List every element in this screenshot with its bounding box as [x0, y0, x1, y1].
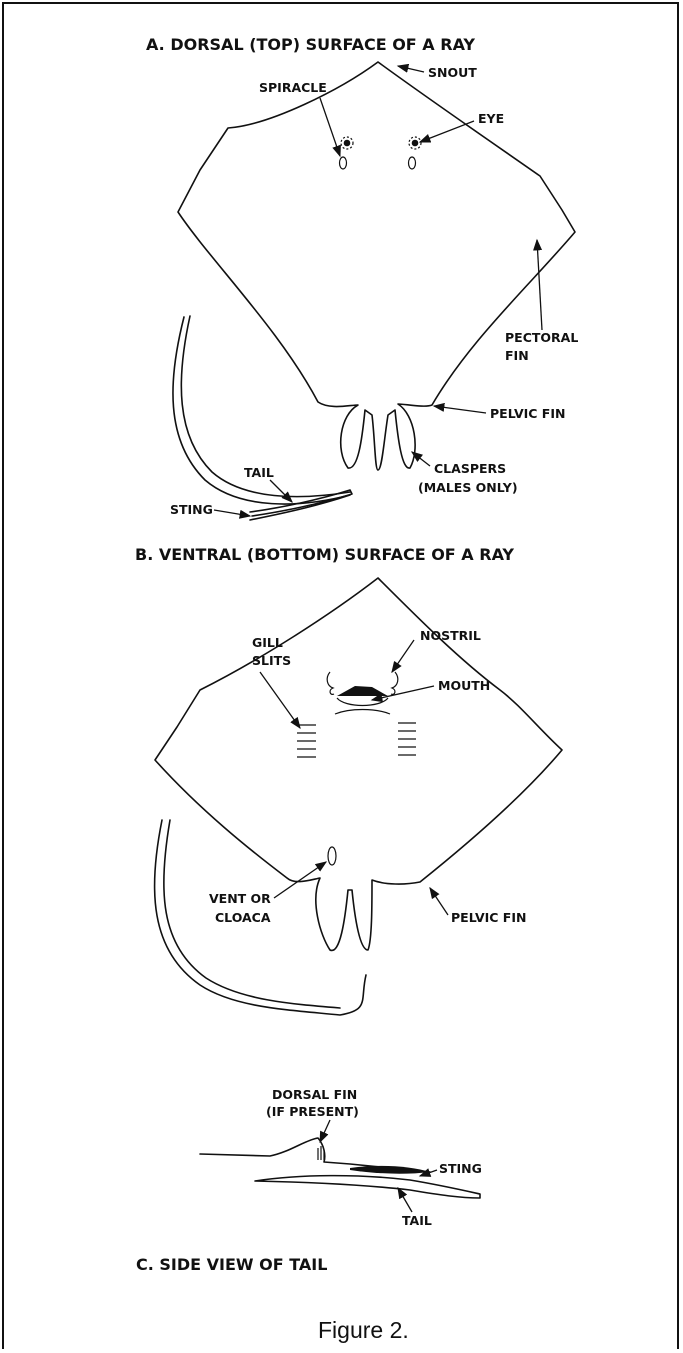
arrow-snout — [398, 66, 424, 72]
right-eye-icon — [412, 140, 419, 147]
right-gill-slits-icon — [398, 723, 416, 755]
arrow-vent — [274, 862, 326, 898]
arrow-claspers — [412, 452, 430, 466]
arrow-pelvic-fin — [434, 406, 486, 413]
label-sting-c: STING — [439, 1161, 482, 1176]
label-tail: TAIL — [244, 465, 274, 480]
arrow-eye — [420, 121, 474, 142]
panel-a-heading: A. DORSAL (TOP) SURFACE OF A RAY — [146, 35, 475, 54]
side-sting-icon — [350, 1166, 430, 1174]
arrow-dorsal-fin — [320, 1120, 330, 1142]
label-vent-1: VENT OR — [209, 891, 271, 906]
arrow-tail — [270, 480, 292, 502]
right-spiracle-icon — [409, 157, 416, 169]
arrow-spiracle — [320, 98, 340, 156]
arrow-tail-c — [398, 1188, 412, 1212]
label-claspers-2: (MALES ONLY) — [418, 480, 518, 495]
panel-b-heading: B. VENTRAL (BOTTOM) SURFACE OF A RAY — [135, 545, 514, 564]
dorsal-tail — [173, 316, 350, 520]
figure-caption: Figure 2. — [318, 1317, 409, 1343]
mouth-outline — [335, 698, 390, 714]
mouth-plate-icon — [337, 686, 388, 696]
label-pectoral-fin-2: FIN — [505, 348, 529, 363]
label-snout: SNOUT — [428, 65, 477, 80]
left-eye-icon — [344, 140, 351, 147]
label-pectoral-fin-1: PECTORAL — [505, 330, 578, 345]
right-nostril-icon — [391, 672, 398, 694]
label-pelvic-fin: PELVIC FIN — [490, 406, 565, 421]
arrow-nostril — [392, 640, 414, 672]
side-tail-lower — [255, 1176, 480, 1198]
label-spiracle: SPIRACLE — [259, 80, 327, 95]
arrow-pelvic-fin-b — [430, 888, 448, 915]
label-mouth: MOUTH — [438, 678, 490, 693]
arrow-gill-slits — [260, 672, 300, 728]
label-vent-2: CLOACA — [215, 910, 271, 925]
label-dorsal-fin-2: (IF PRESENT) — [266, 1104, 359, 1119]
left-gill-slits-icon — [297, 725, 316, 757]
label-pelvic-fin-b: PELVIC FIN — [451, 910, 526, 925]
panel-c-side-view: DORSAL FIN (IF PRESENT) STING TAIL C. SI… — [136, 1087, 482, 1274]
arrow-pectoral-fin — [537, 240, 542, 330]
left-nostril-icon — [327, 672, 334, 694]
panel-b-ventral: B. VENTRAL (BOTTOM) SURFACE OF A RAY — [135, 545, 562, 1015]
panel-a-dorsal: A. DORSAL (TOP) SURFACE OF A RAY SNOUT S… — [146, 35, 578, 520]
label-nostril: NOSTRIL — [420, 628, 481, 643]
label-sting: STING — [170, 502, 213, 517]
panel-c-heading: C. SIDE VIEW OF TAIL — [136, 1255, 327, 1274]
label-gill-slits-2: SLITS — [252, 653, 291, 668]
left-spiracle-icon — [340, 157, 347, 169]
arrow-sting — [214, 510, 250, 516]
vent-icon — [328, 847, 336, 865]
label-gill-slits-1: GILL — [252, 635, 283, 650]
label-tail-c: TAIL — [402, 1213, 432, 1228]
label-dorsal-fin-1: DORSAL FIN — [272, 1087, 357, 1102]
label-eye: EYE — [478, 111, 504, 126]
label-claspers-1: CLASPERS — [434, 461, 506, 476]
